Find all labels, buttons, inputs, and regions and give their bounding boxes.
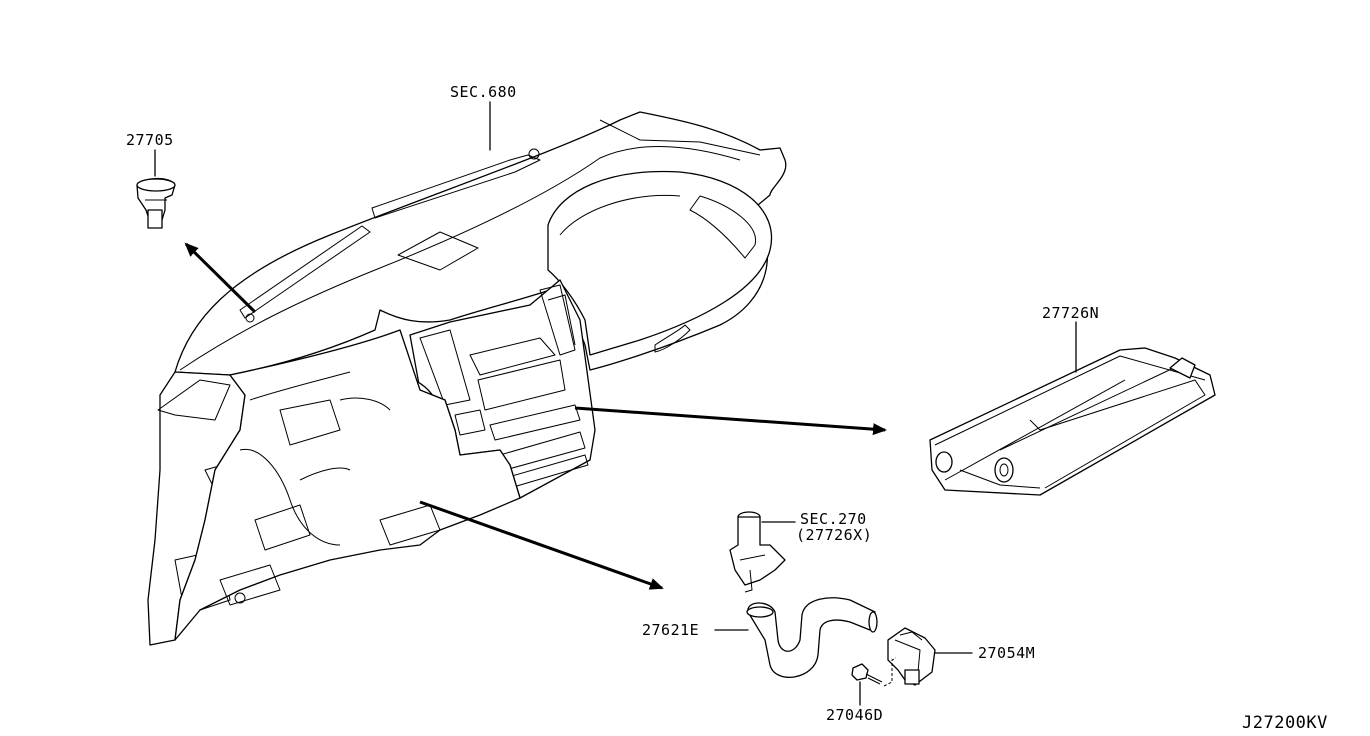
part-27046D-screw [851, 657, 897, 687]
instrument-panel-drawing [147, 111, 787, 646]
part-27054M-switch [887, 627, 936, 686]
part-27726N-unit [929, 347, 1216, 496]
p27726N-label: 27726N [1042, 304, 1099, 322]
p27054M-label: 27054M [978, 644, 1035, 662]
arrow-to-27726N [574, 406, 887, 436]
arrow-to-27705 [184, 242, 257, 314]
part-sec270-sensor [729, 511, 786, 593]
diagram-code: J27200KV [1242, 713, 1328, 733]
sec270-label: SEC.270 [800, 510, 867, 528]
p27046D-label: 27046D [826, 706, 883, 724]
sec270-sub-label: (27726X) [796, 526, 872, 544]
part-27705-clip [136, 177, 176, 229]
part-27621E-hose [746, 597, 878, 678]
p27621E-label: 27621E [642, 621, 699, 639]
arrow-to-27621E [419, 500, 664, 590]
sec680-label: SEC.680 [450, 83, 517, 101]
p27705-label: 27705 [126, 131, 174, 149]
